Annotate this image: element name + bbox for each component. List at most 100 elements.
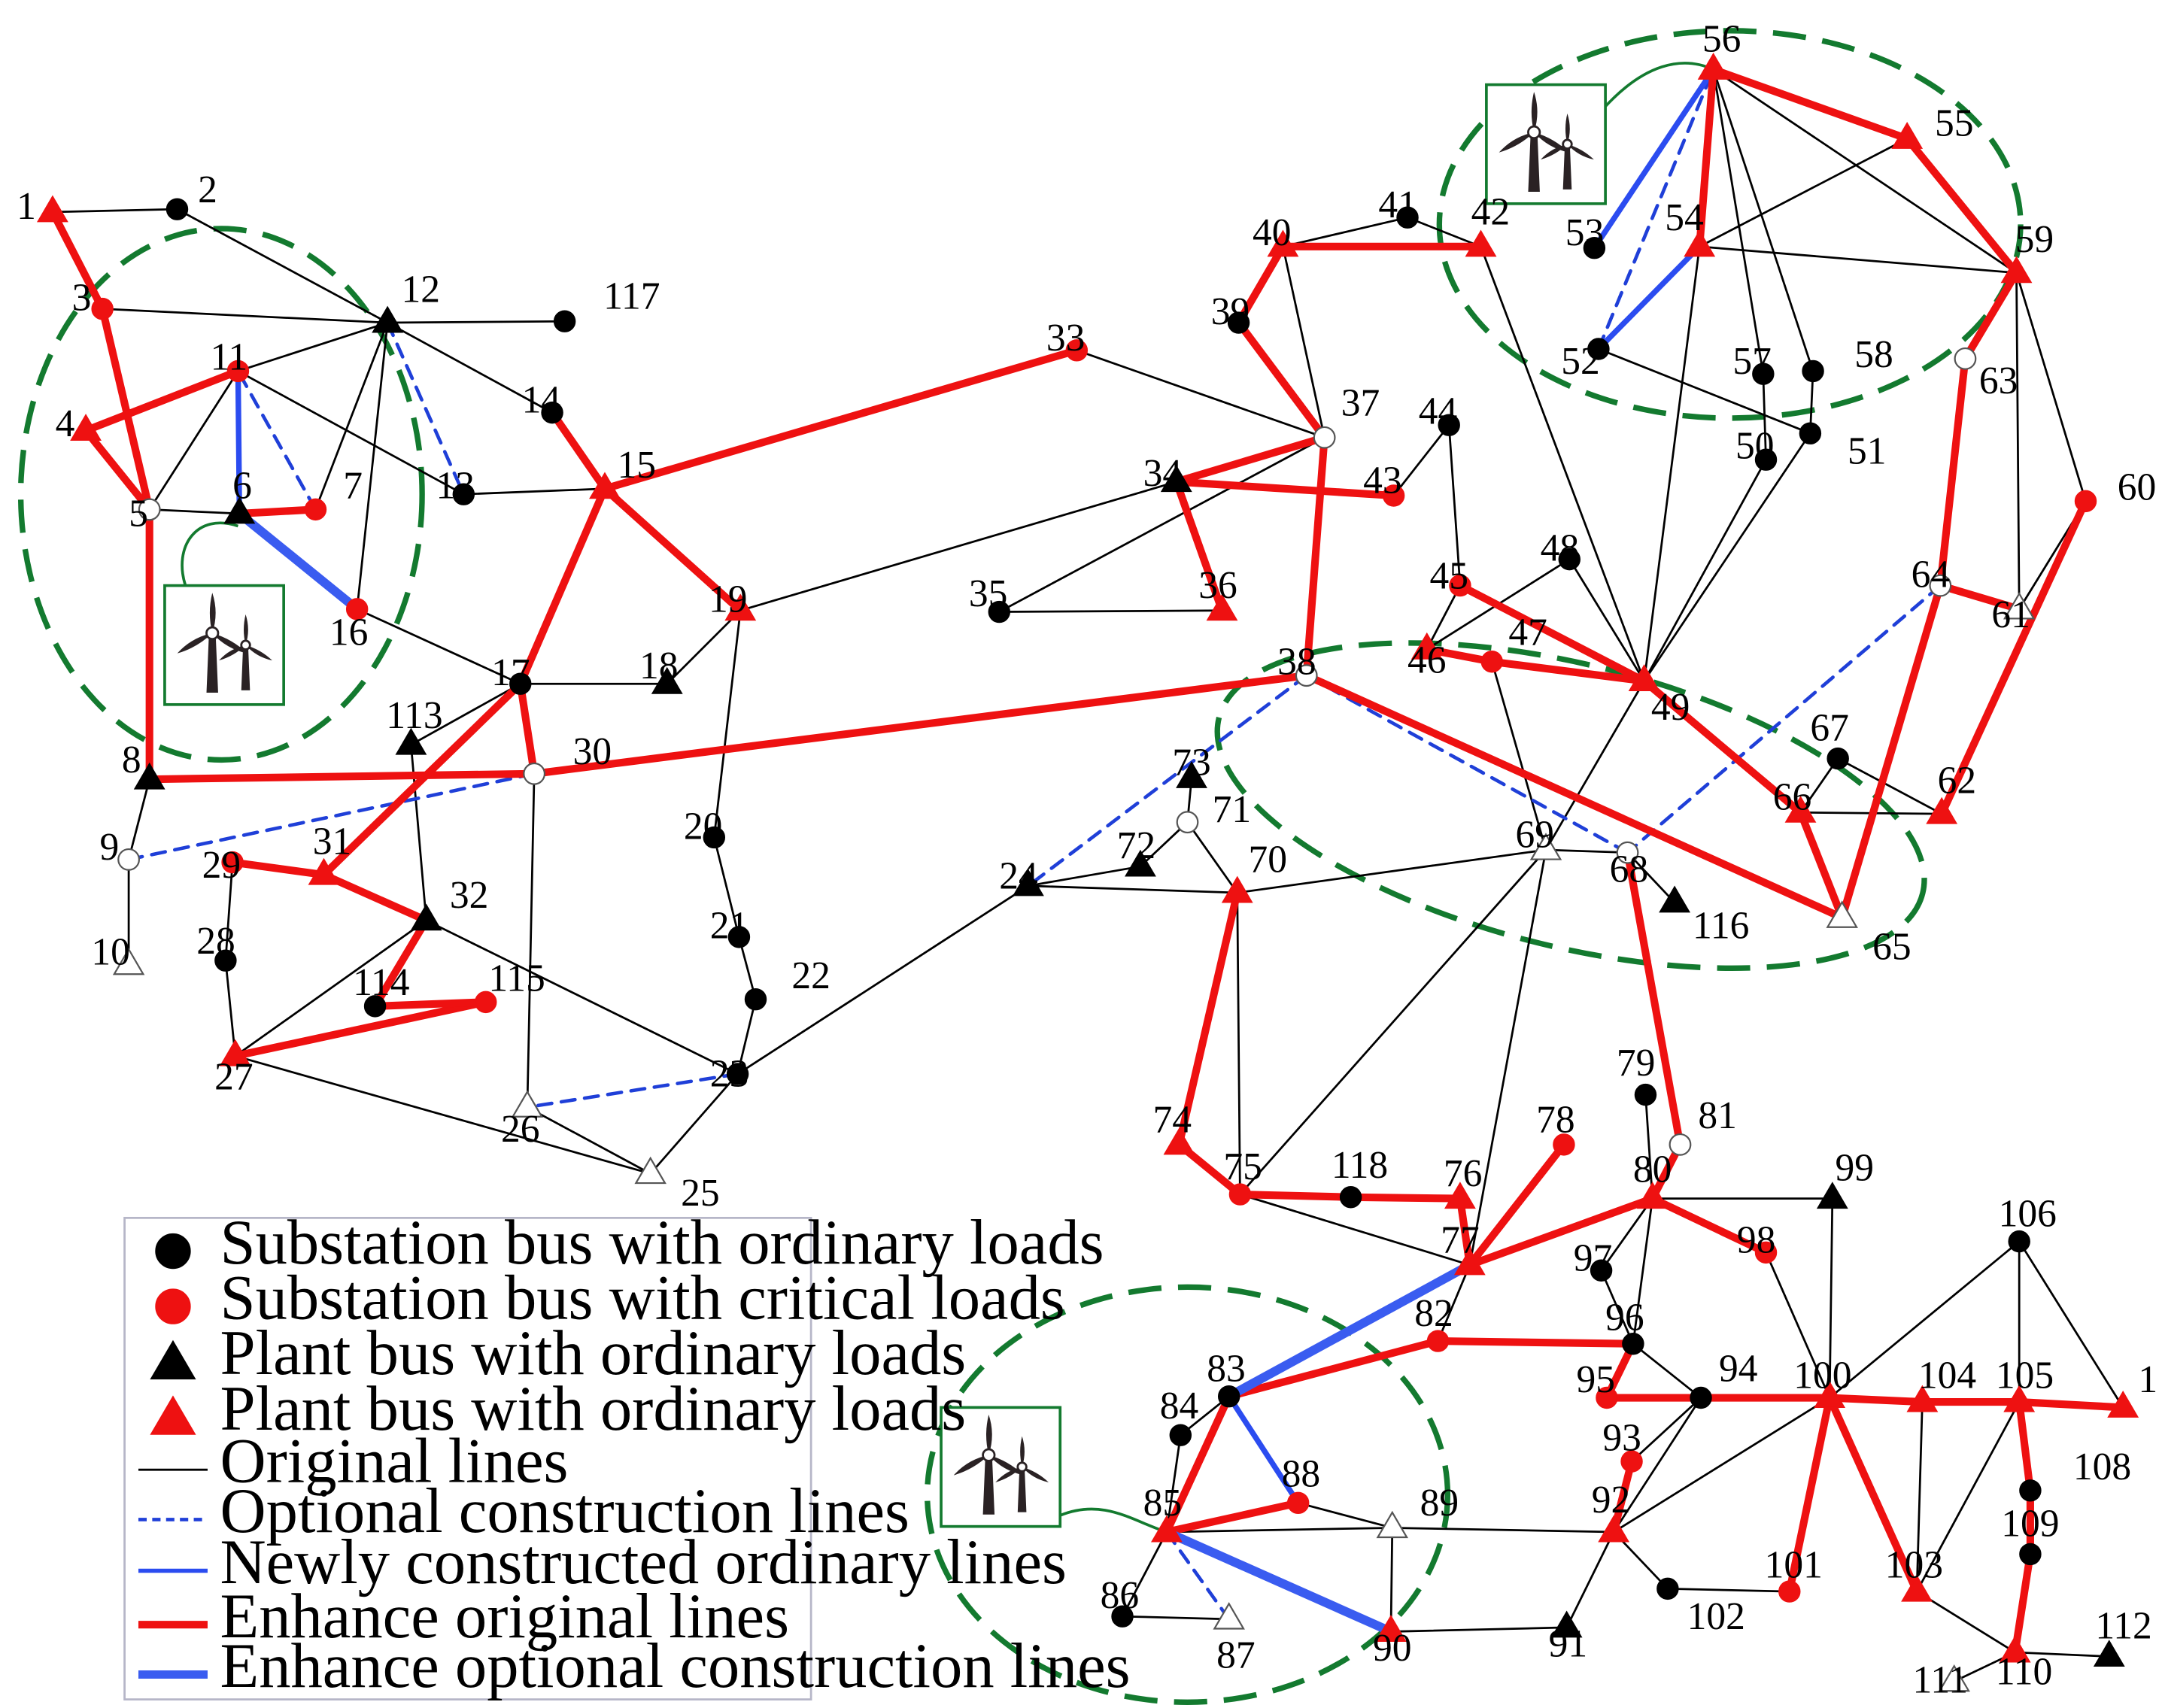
enhanced-original-line-82-96 [1434, 1337, 1637, 1348]
bus-label-30: 30 [573, 730, 612, 773]
original-line-85-89 [1165, 1527, 1394, 1534]
bus-80-plant [1636, 1182, 1669, 1209]
bus-97-substation [1590, 1259, 1613, 1282]
bus-4-plant [70, 414, 102, 441]
bus-108-substation [2019, 1479, 2042, 1502]
turbine-tower [1562, 144, 1572, 190]
bus-42-plant [1465, 229, 1497, 257]
bus-67-substation [1826, 747, 1849, 770]
bus-label-93: 93 [1602, 1416, 1641, 1459]
legend-label: Plant bus with ordinary loads [220, 1374, 967, 1444]
bus-61-plant [2003, 592, 2036, 620]
bus-25-plant [634, 1156, 667, 1185]
bus-54-plant [1684, 229, 1716, 257]
bus-label-69: 69 [1516, 813, 1555, 856]
original-line-103-110 [1915, 1590, 2017, 1654]
bus-label-87: 87 [1216, 1634, 1256, 1676]
bus-82-substation [1426, 1330, 1450, 1352]
bus-label-40: 40 [1253, 211, 1292, 254]
original-line-89-90 [1389, 1527, 1394, 1633]
bus-label-113: 113 [386, 694, 442, 737]
original-line-96-97 [1600, 1269, 1635, 1345]
bus-93-substation [1620, 1450, 1643, 1473]
optional-construction-line-7-11 [236, 369, 317, 511]
bus-label-48: 48 [1541, 526, 1579, 569]
bus-101-substation [1778, 1580, 1801, 1603]
bus-label-17: 17 [491, 651, 530, 694]
bus-label-66: 66 [1773, 776, 1812, 819]
bus-5-substation [138, 498, 161, 521]
turbine-hub [982, 1448, 996, 1462]
bus-114-substation [363, 995, 387, 1018]
bus-107-plant [2107, 1391, 2139, 1418]
bus-label-92: 92 [1592, 1479, 1631, 1521]
enhanced-original-line-54-56 [1696, 65, 1717, 250]
turbine-tower [241, 645, 251, 690]
bus-label-44: 44 [1419, 390, 1458, 432]
bus-label-23: 23 [710, 1053, 749, 1096]
turbine-hub [1016, 1461, 1028, 1473]
enhanced-original-line-17-30 [516, 680, 539, 778]
original-line-80-97 [1600, 1197, 1654, 1272]
bus-label-68: 68 [1610, 848, 1649, 890]
original-line-41-42 [1406, 216, 1482, 248]
bus-label-38: 38 [1277, 640, 1316, 683]
enhanced-original-line-75-118 [1236, 1191, 1355, 1201]
bus-label-11: 11 [211, 336, 248, 379]
bus-label-86: 86 [1101, 1574, 1140, 1617]
legend-label: Substation bus with critical loads [220, 1264, 1065, 1333]
bus-label-97: 97 [1574, 1236, 1613, 1279]
bus-110-plant [1999, 1635, 2031, 1663]
original-line-12-14 [386, 321, 554, 414]
bus-87-plant [1213, 1602, 1245, 1630]
bus-70-plant [1221, 875, 1253, 903]
original-line-110-112 [2014, 1651, 2111, 1658]
wind-farm-box [940, 1406, 1062, 1528]
bus-12-plant [372, 305, 404, 333]
bus-label-94: 94 [1719, 1347, 1758, 1390]
bus-30-substation [523, 762, 546, 785]
enhanced-original-line-77-80 [1465, 1194, 1656, 1269]
wind-farm-box [163, 584, 285, 706]
bus-26-plant [511, 1090, 544, 1118]
turbine-hub [1527, 125, 1541, 139]
bus-label-81: 81 [1698, 1094, 1737, 1137]
bus-label-21: 21 [710, 905, 749, 948]
turbine-blade [245, 645, 272, 661]
bus-label-33: 33 [1046, 317, 1086, 359]
original-line-56-58 [1712, 68, 1814, 372]
original-line-86-87 [1121, 1615, 1231, 1621]
original-line-35-37 [998, 436, 1326, 613]
bus-label-79: 79 [1617, 1042, 1656, 1085]
enhanced-original-line-59-63 [1961, 268, 2021, 363]
wind-farm-connector [1600, 62, 1714, 112]
bus-2-substation [165, 198, 189, 220]
bus-label-3: 3 [72, 276, 92, 319]
bus-62-plant [1926, 796, 1958, 824]
bus-label-78: 78 [1536, 1098, 1574, 1141]
bus-label-104: 104 [1918, 1355, 1976, 1397]
turbine-tower [206, 633, 218, 693]
original-line-90-91 [1389, 1626, 1568, 1633]
bus-label-28: 28 [196, 920, 235, 963]
enhanced-original-line-63-64 [1936, 354, 1969, 590]
original-line-56-59 [1712, 68, 2018, 275]
bus-label-91: 91 [1549, 1623, 1588, 1666]
bus-label-36: 36 [1198, 564, 1237, 607]
legend-label: Optional construction lines [220, 1476, 909, 1546]
enhanced-original-line-37-39 [1234, 318, 1328, 441]
original-line-2-12 [176, 208, 389, 324]
bus-32-plant [410, 903, 442, 931]
original-line-16-17 [356, 608, 522, 685]
original-line-5-11 [148, 370, 239, 511]
enhanced-original-line-70-74 [1175, 888, 1241, 1148]
bus-label-107: 107 [2138, 1358, 2159, 1401]
bus-label-58: 58 [1854, 333, 1893, 376]
wind-farm-connector [181, 521, 239, 587]
bus-115-substation [475, 991, 497, 1014]
bus-71-substation [1176, 811, 1199, 834]
bus-118-substation [1339, 1186, 1362, 1209]
bus-24-plant [1013, 869, 1044, 896]
enhanced-original-line-47-49 [1488, 657, 1648, 685]
